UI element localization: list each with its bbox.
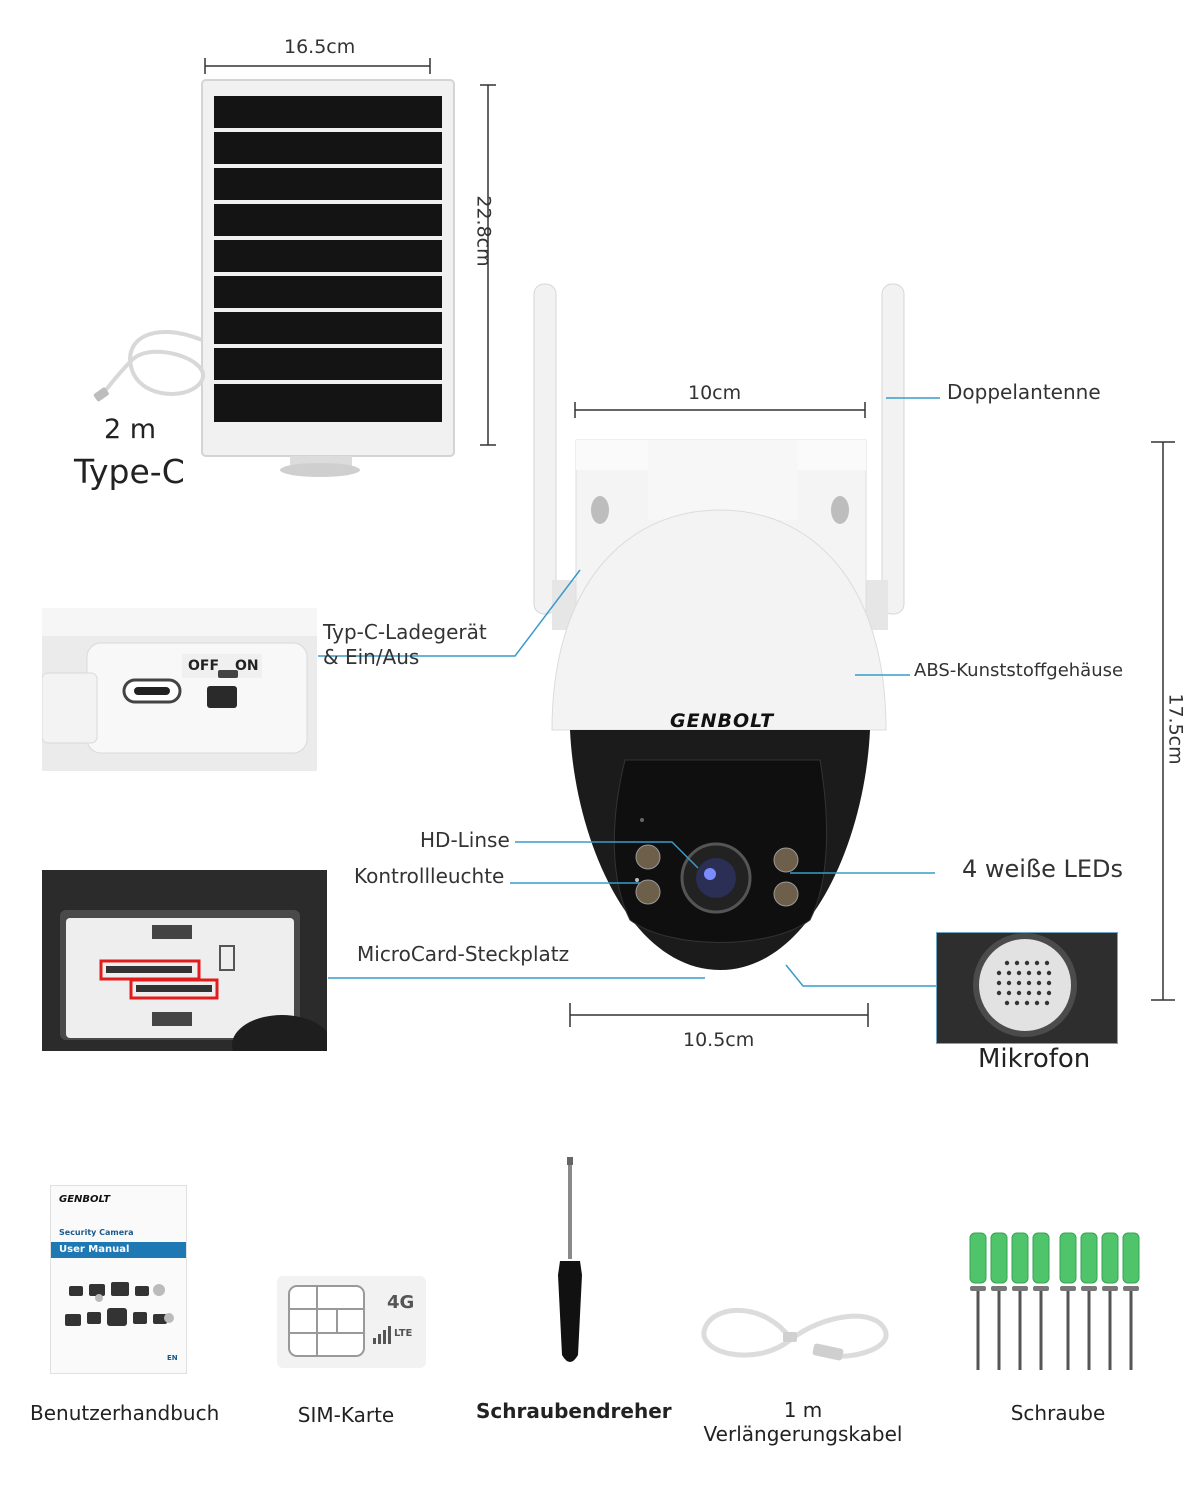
- solar-cable-image: [93, 330, 206, 402]
- callout-indicator: Kontrollleuchte: [354, 864, 505, 888]
- switch-off-label: OFF: [188, 658, 220, 674]
- charger-switch-inset: OFF ON: [42, 608, 317, 771]
- camera-brand-logo: GENBOLT: [670, 710, 775, 732]
- accessory-label-sim: SIM-Karte: [297, 1403, 395, 1427]
- manual-lang: EN: [167, 1354, 178, 1362]
- manual-subtitle: Security Camera: [59, 1228, 134, 1237]
- solar-width-label: 16.5cm: [284, 36, 356, 58]
- solar-width-dimension: [204, 58, 431, 74]
- sim-4g-label: 4G: [387, 1292, 415, 1313]
- accessory-label-screwdriver: Schraubendreher: [476, 1399, 672, 1423]
- solar-height-dimension: [480, 84, 496, 446]
- camera-bottom-width-label: 10.5cm: [683, 1029, 755, 1051]
- camera-bottom-width-dimension: [569, 1003, 869, 1027]
- sim-lte-label: LTE: [394, 1328, 413, 1339]
- callout-housing: ABS-Kunststoffgehäuse: [914, 660, 1124, 681]
- callout-charger-line2: & Ein/Aus: [323, 645, 420, 669]
- manual-brand: GENBOLT: [59, 1194, 111, 1205]
- manual-title: User Manual: [59, 1244, 130, 1255]
- callout-antenna: Doppelantenne: [947, 380, 1101, 404]
- accessory-label-cable-length: 1 m: [783, 1398, 823, 1422]
- accessory-label-screw: Schraube: [1010, 1401, 1106, 1425]
- accessory-label-manual: Benutzerhandbuch: [30, 1401, 220, 1425]
- cable-length-label: 2 m: [104, 414, 157, 445]
- screwdriver-image: [558, 1157, 582, 1362]
- camera-top-width-dimension: [574, 402, 866, 418]
- callout-card-slot: MicroCard-Steckplatz: [357, 942, 570, 966]
- callout-leds: 4 weiße LEDs: [962, 855, 1123, 883]
- camera-top-width-label: 10cm: [688, 382, 742, 404]
- manual-title-bar: [51, 1242, 186, 1258]
- extension-cable-image: [701, 1307, 889, 1361]
- camera-height-dimension: [1151, 441, 1175, 1001]
- callout-lens: HD-Linse: [420, 828, 510, 852]
- manual-image: GENBOLT Security Camera User Manual EN: [50, 1185, 187, 1374]
- cable-type-label: Type-C: [74, 452, 185, 491]
- microphone-label: Mikrofon: [978, 1044, 1091, 1074]
- camera-image: [533, 283, 905, 970]
- manual-cameras-illustration: [65, 1282, 174, 1326]
- callout-charger-line1: Typ-C-Ladegerät: [323, 620, 487, 644]
- solar-panel-image: [201, 79, 455, 477]
- switch-on-label: ON: [235, 658, 259, 674]
- callout-lines: [318, 397, 940, 987]
- screws-image: [969, 1232, 1140, 1370]
- card-slot-inset: [42, 870, 327, 1051]
- sim-card-image: 4G LTE: [277, 1276, 426, 1368]
- accessory-label-cable: Verlängerungskabel: [703, 1422, 903, 1446]
- microphone-inset: [936, 932, 1118, 1044]
